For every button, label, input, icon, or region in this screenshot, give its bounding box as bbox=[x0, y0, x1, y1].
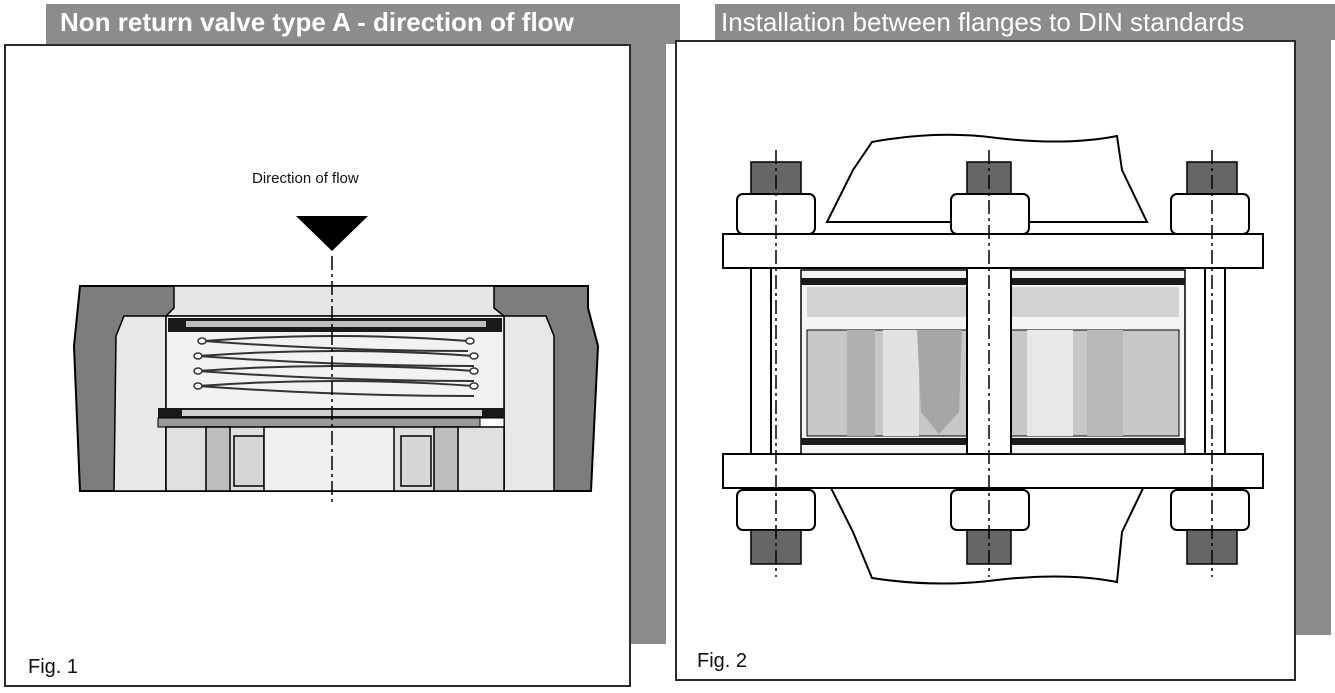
figure1-title: Non return valve type A - direction of f… bbox=[46, 4, 680, 44]
valve-disc bbox=[157, 408, 505, 428]
flow-direction-arrow bbox=[296, 216, 368, 251]
bolt-threads-top bbox=[750, 161, 1238, 195]
bolt-threads-bottom bbox=[750, 529, 1238, 565]
valve-type-a-drawing: Direction of flow bbox=[72, 170, 600, 506]
figure2-title: Installation between flanges to DIN stan… bbox=[715, 4, 1335, 40]
flange-installation-drawing bbox=[722, 133, 1264, 585]
bolt-centre-lines bbox=[775, 150, 1213, 577]
flow-direction-label: Direction of flow bbox=[252, 170, 359, 187]
valve-spring bbox=[197, 335, 475, 397]
lower-flange bbox=[722, 453, 1264, 489]
figure2-label: Fig. 2 bbox=[697, 650, 748, 672]
spring-coil-ends bbox=[193, 337, 479, 390]
lower-bore bbox=[165, 426, 505, 492]
nuts-top bbox=[736, 193, 1250, 235]
figure1-label: Fig. 1 bbox=[28, 656, 79, 678]
figure1-frame: Direction of flow bbox=[4, 44, 631, 687]
nuts-bottom bbox=[736, 489, 1250, 531]
upper-flange bbox=[722, 233, 1264, 269]
figure2-frame: Fig. 2 bbox=[675, 40, 1296, 681]
